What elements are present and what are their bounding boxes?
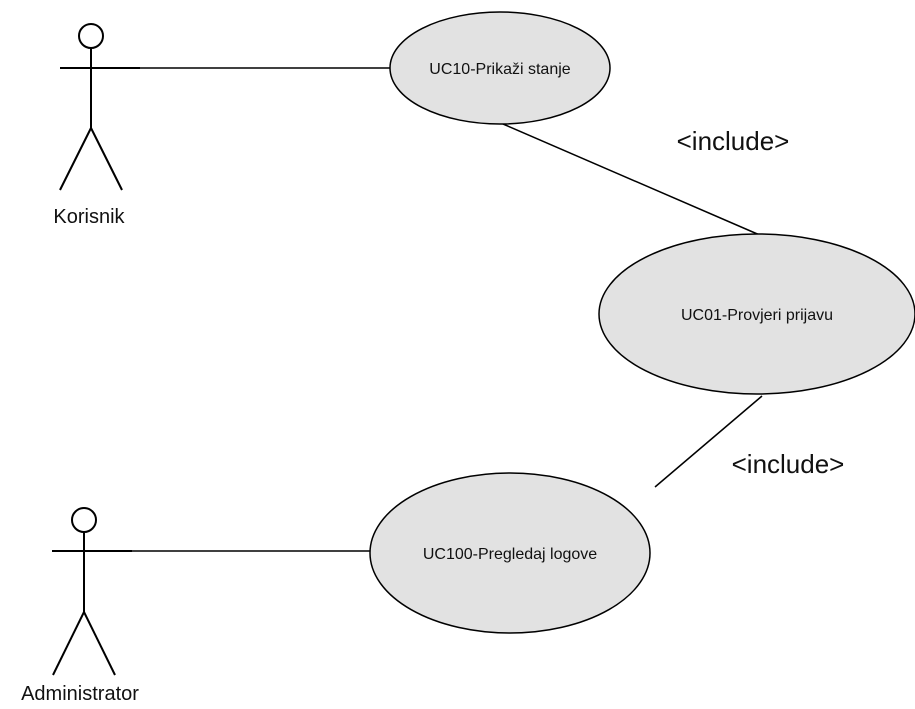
actor-administrator — [52, 507, 132, 676]
use-case-uc100-label: UC100-Pregledaj logove — [423, 546, 597, 563]
actor-administrator-head — [71, 507, 97, 533]
use-case-uc01-label: UC01-Provjeri prijavu — [681, 307, 833, 324]
include-label-top: <include> — [677, 126, 790, 156]
actor-administrator-right-leg — [83, 611, 116, 676]
actor-korisnik-label: Korisnik — [53, 206, 125, 228]
include-label-bottom: <include> — [732, 449, 845, 479]
actor-administrator-label: Administrator — [21, 683, 139, 705]
actor-korisnik-head — [78, 23, 104, 49]
actor-korisnik-left-leg — [59, 127, 92, 191]
actor-korisnik-right-leg — [90, 127, 123, 191]
actor-korisnik — [59, 23, 140, 191]
include-line-uc100-uc01 — [654, 395, 763, 488]
use-case-uc10: UC10-Prikaži stanje — [389, 11, 611, 125]
use-case-uc01-ellipse — [598, 233, 915, 395]
use-case-uc10-label: UC10-Prikaži stanje — [429, 61, 570, 78]
use-case-uc10-ellipse — [389, 11, 611, 125]
use-case-uc100: UC100-Pregledaj logove — [369, 472, 651, 634]
use-case-uc100-ellipse — [369, 472, 651, 634]
use-case-uc01: UC01-Provjeri prijavu — [598, 233, 915, 395]
actor-administrator-left-leg — [52, 611, 85, 676]
include-line-uc10-uc01 — [502, 123, 763, 237]
